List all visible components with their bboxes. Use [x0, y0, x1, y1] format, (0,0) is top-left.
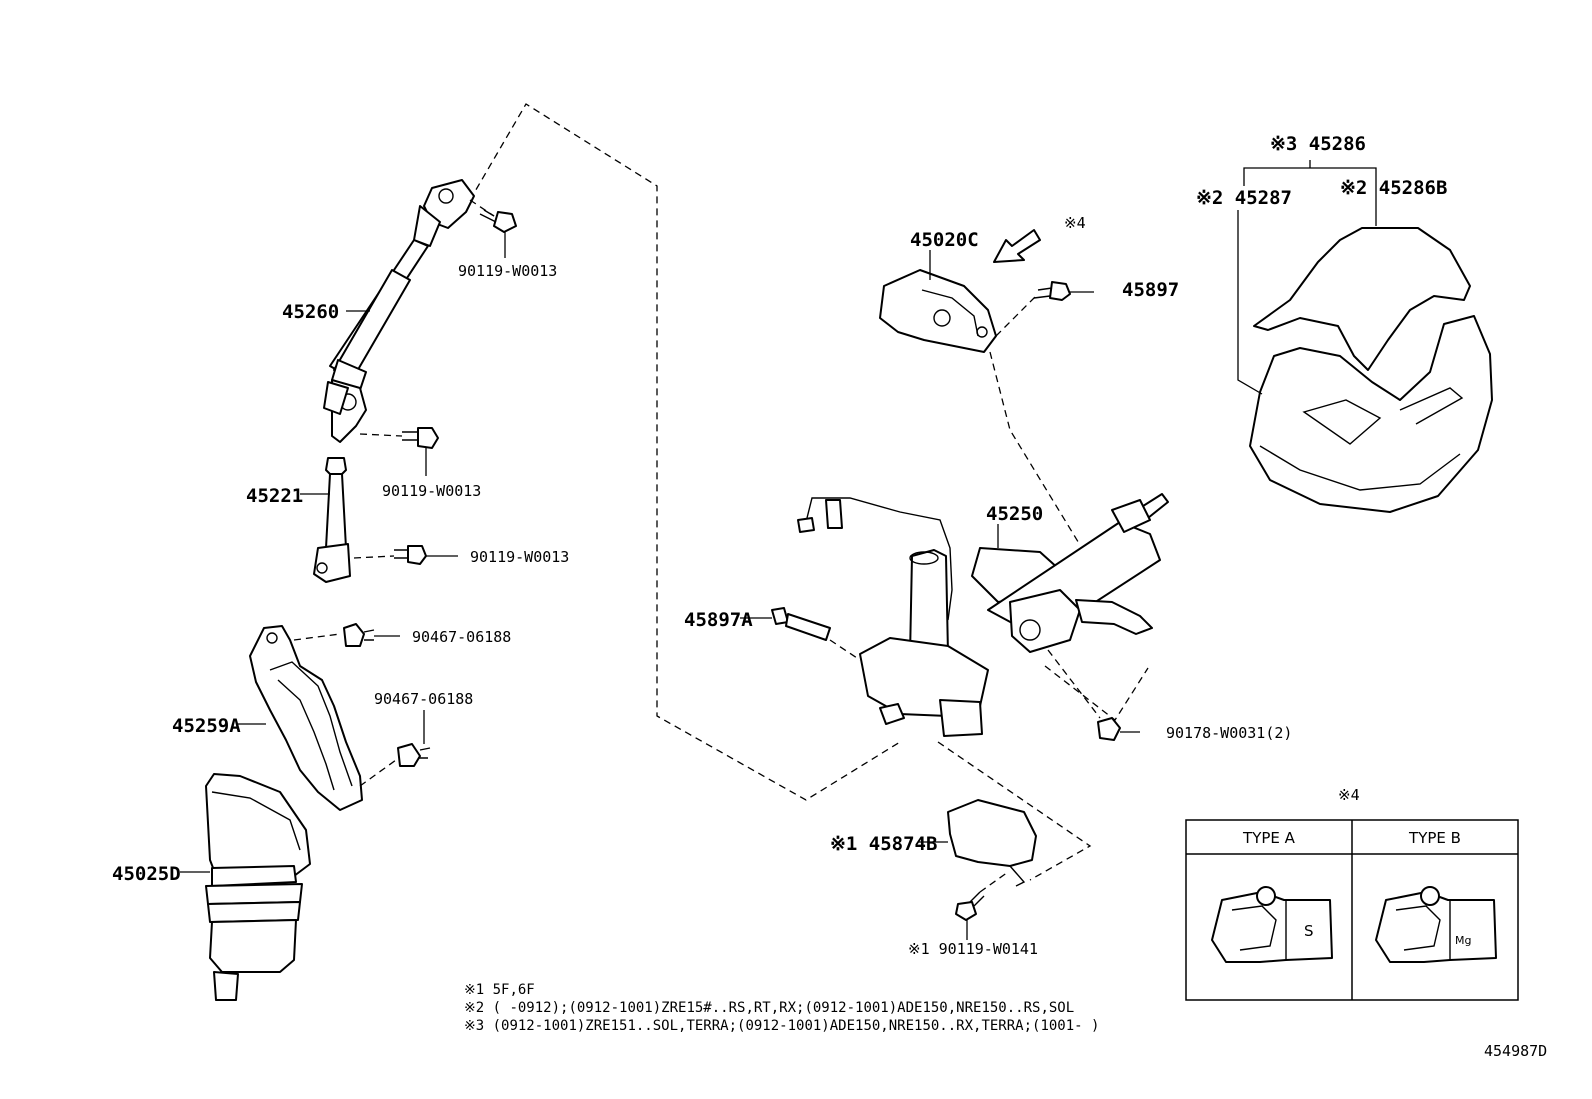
bolt-45897 [1033, 281, 1071, 301]
label-45221: 45221 [246, 485, 303, 507]
label-45020C: 45020C [910, 229, 979, 251]
nut-90178 [1097, 717, 1140, 741]
clip-90467-b [397, 710, 431, 767]
label-45286: ※3 45286 [1270, 133, 1366, 155]
switch-45020C [879, 269, 997, 353]
label-45025D: 45025D [112, 863, 181, 885]
bracket-45874B [918, 799, 1037, 887]
intermediate-shaft [323, 179, 475, 443]
note-3: ※3 (0912-1001)ZRE151..SOL,TERRA;(0912-10… [464, 1018, 1099, 1034]
type-table: TYPE A TYPE B S Mg [1185, 819, 1519, 1001]
label-45286B: ※2 45286B [1340, 177, 1447, 199]
lower-shaft [313, 457, 351, 583]
bolt-90119-a [479, 209, 517, 258]
label-90119-a: 90119-W0013 [458, 262, 557, 280]
assembly-outline [469, 103, 901, 801]
type-a-switch: S [1211, 886, 1333, 963]
steering-column-45250 [797, 493, 1169, 737]
hole-cover-45259A [249, 625, 363, 811]
view-arrow [993, 229, 1041, 263]
label-45897A: 45897A [684, 609, 753, 631]
type-a-mark: S [1304, 922, 1314, 940]
note-1: ※1 5F,6F [464, 982, 535, 998]
drawing-number: 454987D [1484, 1042, 1547, 1060]
label-mark4-table: ※4 [1338, 786, 1360, 804]
type-b-switch: Mg [1375, 886, 1497, 963]
label-90119-c: 90119-W0013 [470, 548, 569, 566]
note-2: ※2 ( -0912);(0912-1001)ZRE15#..RS,RT,RX;… [464, 1000, 1074, 1016]
bolt-90119-b [402, 427, 439, 476]
label-45259A: 45259A [172, 715, 241, 737]
label-45250: 45250 [986, 503, 1043, 525]
label-90119-W0141: ※1 90119-W0141 [908, 940, 1038, 958]
bolt-90119-W0141 [955, 891, 985, 940]
bolt-90119-c [394, 545, 427, 565]
label-90119-b: 90119-W0013 [382, 482, 481, 500]
label-45874B: ※1 45874B [830, 833, 937, 855]
clip-90467-a [343, 623, 375, 647]
label-45260: 45260 [282, 301, 339, 323]
label-90178: 90178-W0031(2) [1166, 724, 1292, 742]
label-90467-b: 90467-06188 [374, 690, 473, 708]
label-45897: 45897 [1122, 279, 1179, 301]
steering-boot-45025D [205, 773, 311, 1001]
label-45287: ※2 45287 [1196, 187, 1292, 209]
type-a-header: TYPE A [1242, 829, 1296, 847]
type-b-header: TYPE B [1408, 829, 1461, 847]
column-cover-45286 [1249, 227, 1493, 513]
bolt-45897A [771, 607, 831, 641]
label-mark4-arrow: ※4 [1064, 214, 1086, 232]
type-b-mark: Mg [1455, 934, 1471, 947]
label-90467-a: 90467-06188 [412, 628, 511, 646]
